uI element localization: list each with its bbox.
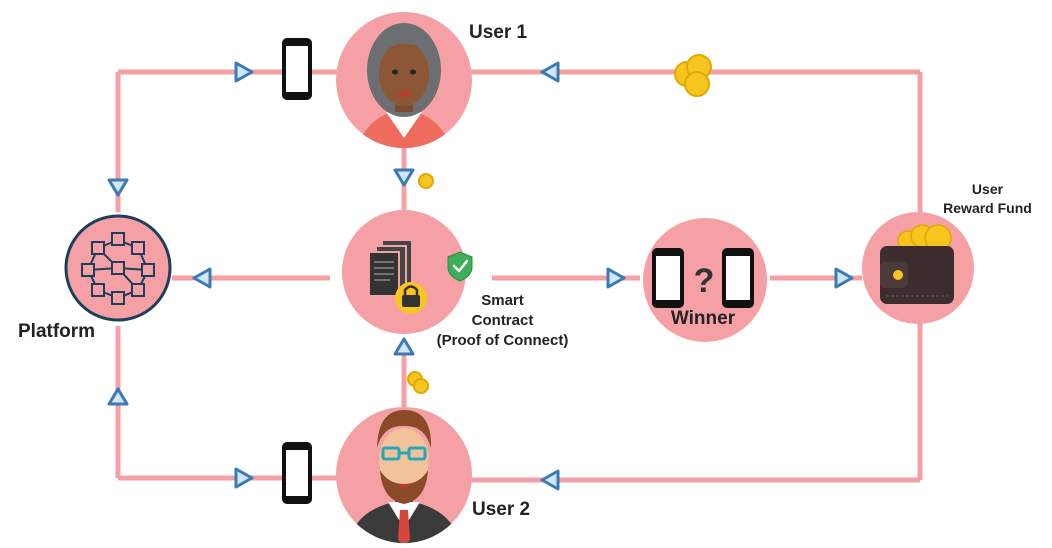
reward-fund-label: User Reward Fund (925, 180, 1050, 218)
reward-fund-label-line2: Reward Fund (943, 200, 1032, 216)
wallet-coins-icon (880, 224, 954, 304)
smartphone-icon (282, 38, 312, 100)
arrow-down-icon (393, 168, 415, 187)
platform-node (64, 214, 172, 322)
reward-fund-node (862, 212, 974, 324)
shield-check-icon (447, 251, 473, 282)
smart-contract-label: Smart Contract (Proof of Connect) (410, 291, 595, 351)
arrow-right-icon (834, 267, 854, 289)
smart-contract-label-line2: Contract (471, 312, 534, 329)
coins-top-icon (674, 54, 712, 97)
arrow-left-icon (540, 469, 560, 491)
direction-arrows (107, 61, 854, 491)
user2-label: User 2 (472, 499, 531, 520)
coins-small-icon (407, 371, 429, 394)
winner-node: ? (643, 218, 767, 342)
smart-contract-label-line1: Smart (481, 292, 524, 309)
phones-question-icon: ? (652, 248, 754, 308)
coin-small-icon (418, 173, 434, 189)
arrow-right-icon (606, 267, 626, 289)
platform-label: Platform (18, 321, 96, 342)
smart-contract-node (342, 210, 466, 334)
arrow-right-icon (234, 61, 254, 83)
arrow-up-icon (393, 337, 415, 356)
user1-label: User 1 (469, 22, 528, 43)
arrow-up-icon (107, 387, 129, 406)
arrow-left-icon (540, 61, 560, 83)
reward-fund-label-line1: User (971, 181, 1004, 197)
blockchain-network-icon (81, 232, 155, 305)
winner-symbol: ? (694, 262, 715, 300)
connector-lines (115, 69, 923, 483)
user2-avatar (336, 407, 472, 543)
arrow-down-icon (107, 178, 129, 197)
document-stack-lock-icon (368, 239, 427, 314)
arrow-right-icon (234, 467, 254, 489)
user1-avatar (336, 12, 472, 148)
arrow-left-icon (192, 267, 212, 289)
smart-contract-label-line3: (Proof of Connect) (436, 332, 569, 349)
smartphone-icon (282, 442, 312, 504)
winner-label: Winner (670, 308, 736, 329)
